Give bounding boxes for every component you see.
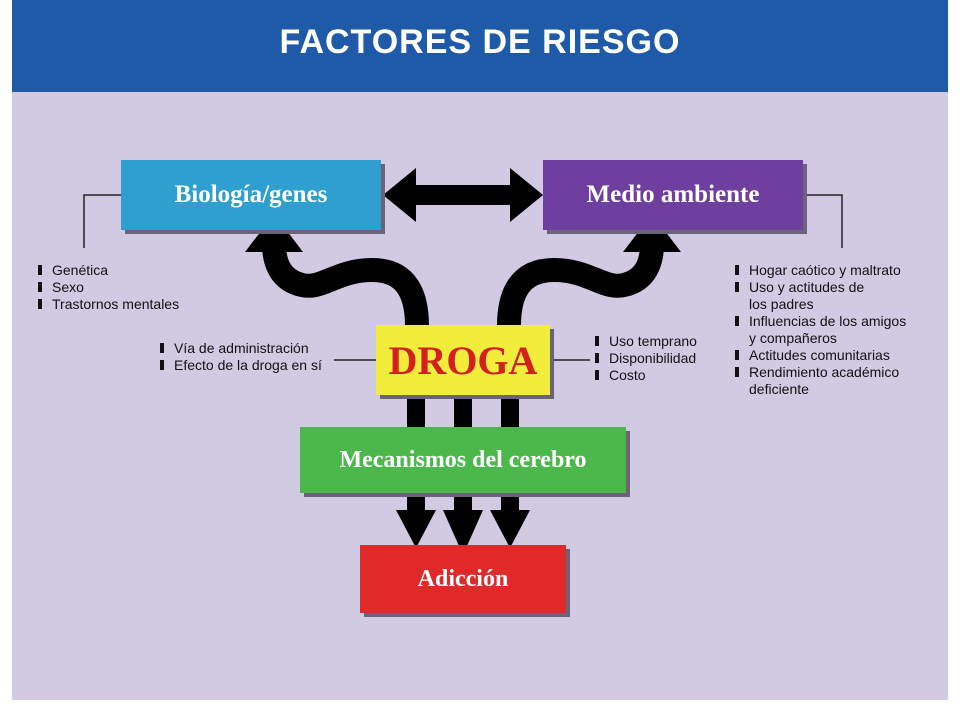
diagram-panel: FACTORES DE RIESGO Biología/genes Medio … xyxy=(12,0,948,700)
list-item: Sexo xyxy=(36,279,179,296)
list-item-continuation: deficiente xyxy=(749,381,809,397)
connector-medio xyxy=(803,194,843,248)
list-droga-right-factors: Uso temprano Disponibilidad Costo xyxy=(593,333,697,384)
list-item: Genética xyxy=(36,262,179,279)
list-droga-left-factors: Vía de administración Efecto de la droga… xyxy=(158,340,322,374)
flow-arrows xyxy=(83,168,843,555)
list-item: Actitudes comunitarias xyxy=(733,347,906,364)
down-arrowhead-2 xyxy=(443,510,483,555)
node-adiccion: Adicción xyxy=(360,545,566,613)
list-biologia-factors: Genética Sexo Trastornos mentales xyxy=(36,262,179,313)
page-title: FACTORES DE RIESGO xyxy=(279,22,681,61)
curve-arrowhead-biologia xyxy=(245,214,303,252)
down-arrowhead-3 xyxy=(490,510,530,548)
list-item-continuation: los padres xyxy=(749,296,814,312)
node-droga: DROGA xyxy=(376,325,550,395)
list-item: Costo xyxy=(593,367,697,384)
double-arrow xyxy=(383,168,543,222)
list-item: Rendimiento académico xyxy=(733,364,906,381)
list-item: Disponibilidad xyxy=(593,350,697,367)
list-medio-factors: Hogar caótico y maltrato Uso y actitudes… xyxy=(733,262,906,398)
list-item: Hogar caótico y maltrato xyxy=(733,262,906,279)
list-item: Uso y actitudes de xyxy=(733,279,906,296)
list-item: Vía de administración xyxy=(158,340,322,357)
node-biologia: Biología/genes xyxy=(121,160,381,230)
down-arrowhead-1 xyxy=(396,510,436,548)
curve-arrowhead-medio xyxy=(623,214,681,252)
list-item-continuation: y compañeros xyxy=(749,330,837,346)
list-item: Trastornos mentales xyxy=(36,296,179,313)
curve-arrow-biologia xyxy=(262,243,429,327)
curve-arrow-medio xyxy=(497,243,664,327)
list-item: Influencias de los amigos xyxy=(733,313,906,330)
list-item: Efecto de la droga en sí xyxy=(158,357,322,374)
header-bar: FACTORES DE RIESGO xyxy=(12,0,948,92)
connector-biologia xyxy=(83,194,121,248)
node-medio-ambiente: Medio ambiente xyxy=(543,160,803,230)
list-item: Uso temprano xyxy=(593,333,697,350)
node-mecanismos-cerebro: Mecanismos del cerebro xyxy=(300,427,626,493)
